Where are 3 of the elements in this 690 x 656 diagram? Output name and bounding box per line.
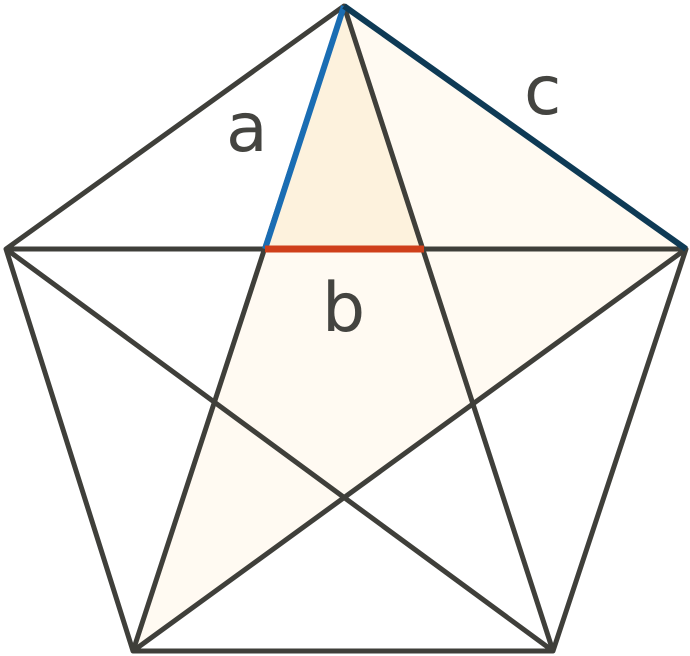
segment-label: b <box>322 275 366 343</box>
segment-label: a <box>226 95 268 163</box>
segment-label: c <box>524 58 562 126</box>
